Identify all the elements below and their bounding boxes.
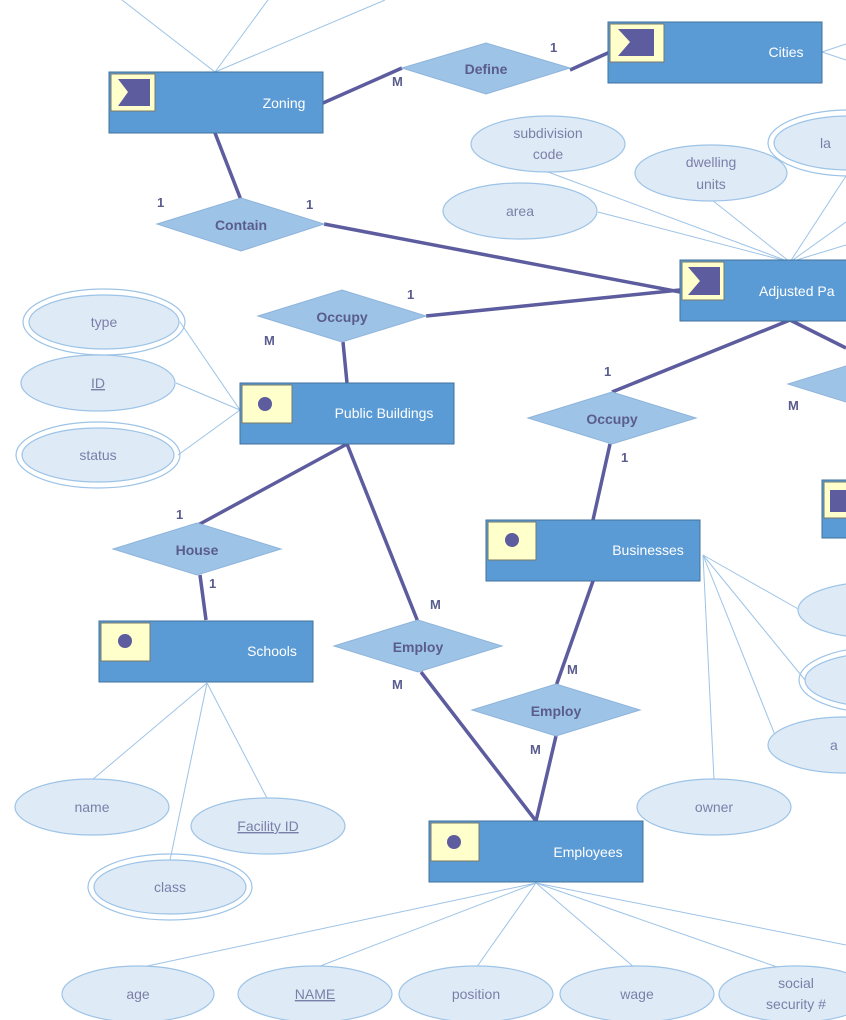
attribute-position[interactable]: position bbox=[398, 965, 554, 1020]
attribute-label: age bbox=[126, 986, 150, 1002]
flag-icon-glyph bbox=[830, 490, 846, 512]
attribute-area-parcel[interactable]: area bbox=[442, 182, 598, 240]
attribute-type[interactable]: type bbox=[22, 288, 186, 356]
flag-icon-glyph bbox=[618, 29, 654, 56]
relationship-employ-public[interactable]: Employ bbox=[332, 619, 504, 673]
attribute-label: dwelling bbox=[686, 154, 737, 170]
attribute-label: status bbox=[79, 447, 116, 463]
attribute-land-partial[interactable]: la bbox=[767, 109, 846, 177]
relationship-employ-business[interactable]: Employ bbox=[470, 683, 642, 737]
attribute-label: code bbox=[533, 146, 564, 162]
attribute-label: Facility ID bbox=[237, 818, 298, 834]
point-icon-glyph bbox=[118, 634, 132, 648]
relationship-label: Employ bbox=[531, 703, 582, 719]
entity-label: Cities bbox=[768, 44, 803, 60]
attribute-label: la bbox=[820, 135, 831, 151]
attribute-name[interactable]: name bbox=[14, 778, 170, 836]
flag-icon-glyph bbox=[688, 267, 720, 295]
flag-icon-glyph bbox=[118, 79, 150, 106]
entity-employees[interactable]: Employees bbox=[428, 820, 644, 883]
entity-schools[interactable]: Schools bbox=[98, 620, 314, 683]
attribute-a-partial[interactable]: a bbox=[767, 716, 846, 774]
cardinality-label: M bbox=[392, 677, 403, 692]
cardinality-label: 1 bbox=[604, 364, 611, 379]
entity-businesses[interactable]: Businesses bbox=[485, 519, 701, 582]
cardinality-labels: M 1 1 1 1 M 1 1 M 1 1 M M M M bbox=[157, 40, 799, 757]
attribute-connectors bbox=[91, 0, 846, 969]
relationship-contain[interactable]: Contain bbox=[155, 197, 326, 252]
attribute-label: area bbox=[506, 203, 534, 219]
cardinality-label: M bbox=[788, 398, 799, 413]
cardinality-label: 1 bbox=[209, 576, 216, 591]
cardinality-label: 1 bbox=[407, 287, 414, 302]
attribute-label: owner bbox=[695, 799, 733, 815]
relationship-house[interactable]: House bbox=[111, 522, 283, 576]
entity-zoning[interactable]: Zoning bbox=[108, 71, 324, 134]
point-icon-glyph bbox=[505, 533, 519, 547]
entity-label: Zoning bbox=[263, 95, 306, 111]
relationship-occupy-business[interactable]: Occupy bbox=[526, 391, 698, 445]
relationship-partial-right[interactable] bbox=[786, 365, 846, 403]
relationship-connectors bbox=[197, 50, 846, 823]
cardinality-label: 1 bbox=[550, 40, 557, 55]
attribute-status[interactable]: status bbox=[15, 421, 181, 489]
attribute-label: units bbox=[696, 176, 726, 192]
cardinality-label: M bbox=[392, 74, 403, 89]
attribute-label: class bbox=[154, 879, 186, 895]
entity-cities[interactable]: Cities bbox=[607, 21, 823, 84]
attribute-label: security # bbox=[766, 996, 826, 1012]
relationship-label: Occupy bbox=[586, 411, 638, 427]
cardinality-label: 1 bbox=[176, 507, 183, 522]
entity-public-buildings[interactable]: Public Buildings bbox=[239, 382, 455, 445]
relationship-label: Define bbox=[465, 61, 508, 77]
relationship-define[interactable]: Define bbox=[400, 42, 572, 95]
point-icon-glyph bbox=[447, 835, 461, 849]
cardinality-label: 1 bbox=[157, 195, 164, 210]
attribute-facility-id[interactable]: Facility ID bbox=[190, 797, 346, 855]
attribute-label: NAME bbox=[295, 986, 335, 1002]
entity-label: Adjusted Pa bbox=[759, 283, 835, 299]
attribute-label: ID bbox=[91, 375, 105, 391]
attribute-wage[interactable]: wage bbox=[559, 965, 715, 1020]
entity-label: Businesses bbox=[612, 542, 684, 558]
attribute-subdivision-code[interactable]: subdivision code bbox=[470, 115, 626, 173]
relationship-occupy-public[interactable]: Occupy bbox=[256, 289, 428, 343]
attribute-label: position bbox=[452, 986, 500, 1002]
point-icon-glyph bbox=[258, 397, 272, 411]
attribute-label: subdivision bbox=[513, 125, 582, 141]
attribute-social-security[interactable]: social security # bbox=[718, 965, 846, 1020]
entity-label: Public Buildings bbox=[335, 405, 434, 421]
entity-partial-right[interactable] bbox=[821, 479, 846, 539]
attribute-dwelling-units[interactable]: dwelling units bbox=[634, 144, 788, 202]
attribute-class[interactable]: class bbox=[87, 853, 253, 921]
attribute-label: a bbox=[830, 737, 838, 753]
attribute-label: wage bbox=[619, 986, 654, 1002]
attribute-label: social bbox=[778, 975, 814, 991]
cardinality-label: M bbox=[264, 333, 275, 348]
relationship-label: House bbox=[176, 542, 219, 558]
attribute-partial-business-2[interactable] bbox=[798, 647, 846, 713]
attribute-owner[interactable]: owner bbox=[636, 778, 792, 836]
attribute-partial-business-1[interactable] bbox=[797, 582, 846, 638]
attribute-id[interactable]: ID bbox=[20, 354, 176, 412]
attribute-label: name bbox=[74, 799, 109, 815]
entity-label: Employees bbox=[553, 844, 622, 860]
cardinality-label: M bbox=[530, 742, 541, 757]
relationship-label: Employ bbox=[393, 639, 444, 655]
cardinality-label: M bbox=[567, 662, 578, 677]
attribute-employee-name[interactable]: NAME bbox=[237, 965, 393, 1020]
cardinality-label: M bbox=[430, 597, 441, 612]
cardinality-label: 1 bbox=[621, 450, 628, 465]
attribute-label: type bbox=[91, 314, 118, 330]
entity-adjusted-parcels[interactable]: Adjusted Pa bbox=[679, 259, 846, 322]
entity-label: Schools bbox=[247, 643, 297, 659]
relationship-label: Occupy bbox=[316, 309, 368, 325]
attribute-age[interactable]: age bbox=[61, 965, 215, 1020]
relationship-label: Contain bbox=[215, 217, 267, 233]
cardinality-label: 1 bbox=[306, 197, 313, 212]
